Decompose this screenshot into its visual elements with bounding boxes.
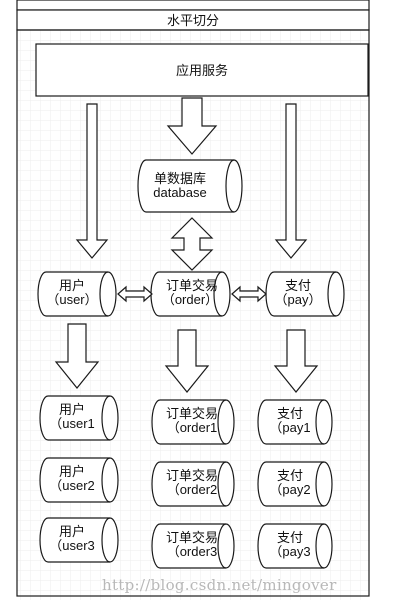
cylinder-order3 [151, 523, 235, 569]
container-frame [16, 29, 370, 597]
cylinder-order1 [151, 399, 235, 445]
shard-order3-sub: （order3 [167, 544, 218, 559]
shard-pay2-name: 支付 [277, 468, 303, 483]
arrow-app-to-pay [274, 103, 308, 259]
partition-order-name: 订单交易 [166, 278, 218, 293]
database-sub: database [153, 185, 207, 200]
partition-user-sub: （user） [46, 292, 97, 307]
partition-user-name: 用户 [59, 278, 85, 293]
shard-pay3-name: 支付 [277, 530, 303, 545]
arrow-order-pay-bidirectional [231, 285, 267, 303]
cylinder-user [37, 271, 117, 317]
cylinder-user3 [39, 517, 119, 563]
arrow-app-to-database [166, 97, 218, 155]
arrow-app-to-user [75, 103, 109, 259]
shard-pay1-name: 支付 [277, 406, 303, 421]
partition-pay-name: 支付 [285, 278, 311, 293]
app-service-box [35, 43, 369, 97]
partition-order-sub: （order） [162, 292, 218, 307]
cylinder-user1 [39, 395, 119, 441]
shard-order1-name: 订单交易 [166, 406, 218, 421]
shard-user3-sub: （user3 [49, 538, 95, 553]
cylinder-user2 [39, 457, 119, 503]
arrow-user-to-shards [54, 323, 100, 389]
header-top-band [16, 0, 370, 11]
shard-user1-sub: （user1 [49, 416, 95, 431]
cylinder-pay2 [257, 461, 333, 507]
arrow-user-order-bidirectional [117, 285, 153, 303]
shard-order3-name: 订单交易 [166, 530, 218, 545]
shard-pay1-sub: （pay1 [269, 420, 310, 435]
shard-user1-name: 用户 [59, 402, 85, 417]
cylinder-pay [265, 271, 345, 317]
shard-user2-sub: （user2 [49, 478, 95, 493]
arrow-pay-to-shards [273, 329, 319, 393]
cylinder-order2 [151, 461, 235, 507]
partition-pay-sub: （pay） [275, 292, 322, 307]
database-cylinder [137, 159, 243, 213]
shard-order2-name: 订单交易 [166, 468, 218, 483]
shard-order2-sub: （order2 [167, 482, 218, 497]
shard-pay2-sub: （pay2 [269, 482, 310, 497]
shard-pay3-sub: （pay3 [269, 544, 310, 559]
arrow-database-order-bidirectional [170, 217, 214, 271]
cylinder-pay3 [257, 523, 333, 569]
cylinder-order [150, 271, 231, 317]
app-service-label: 应用服务 [176, 63, 228, 78]
shard-order1-sub: （order1 [167, 420, 218, 435]
shard-user2-name: 用户 [59, 464, 85, 479]
arrow-order-to-shards [164, 329, 210, 393]
shard-user3-name: 用户 [59, 524, 85, 539]
database-name: 单数据库 [154, 171, 206, 186]
cylinder-pay1 [257, 399, 333, 445]
header-title: 水平切分 [167, 13, 219, 28]
watermark-url: http://blog.csdn.net/mingover [102, 576, 337, 594]
